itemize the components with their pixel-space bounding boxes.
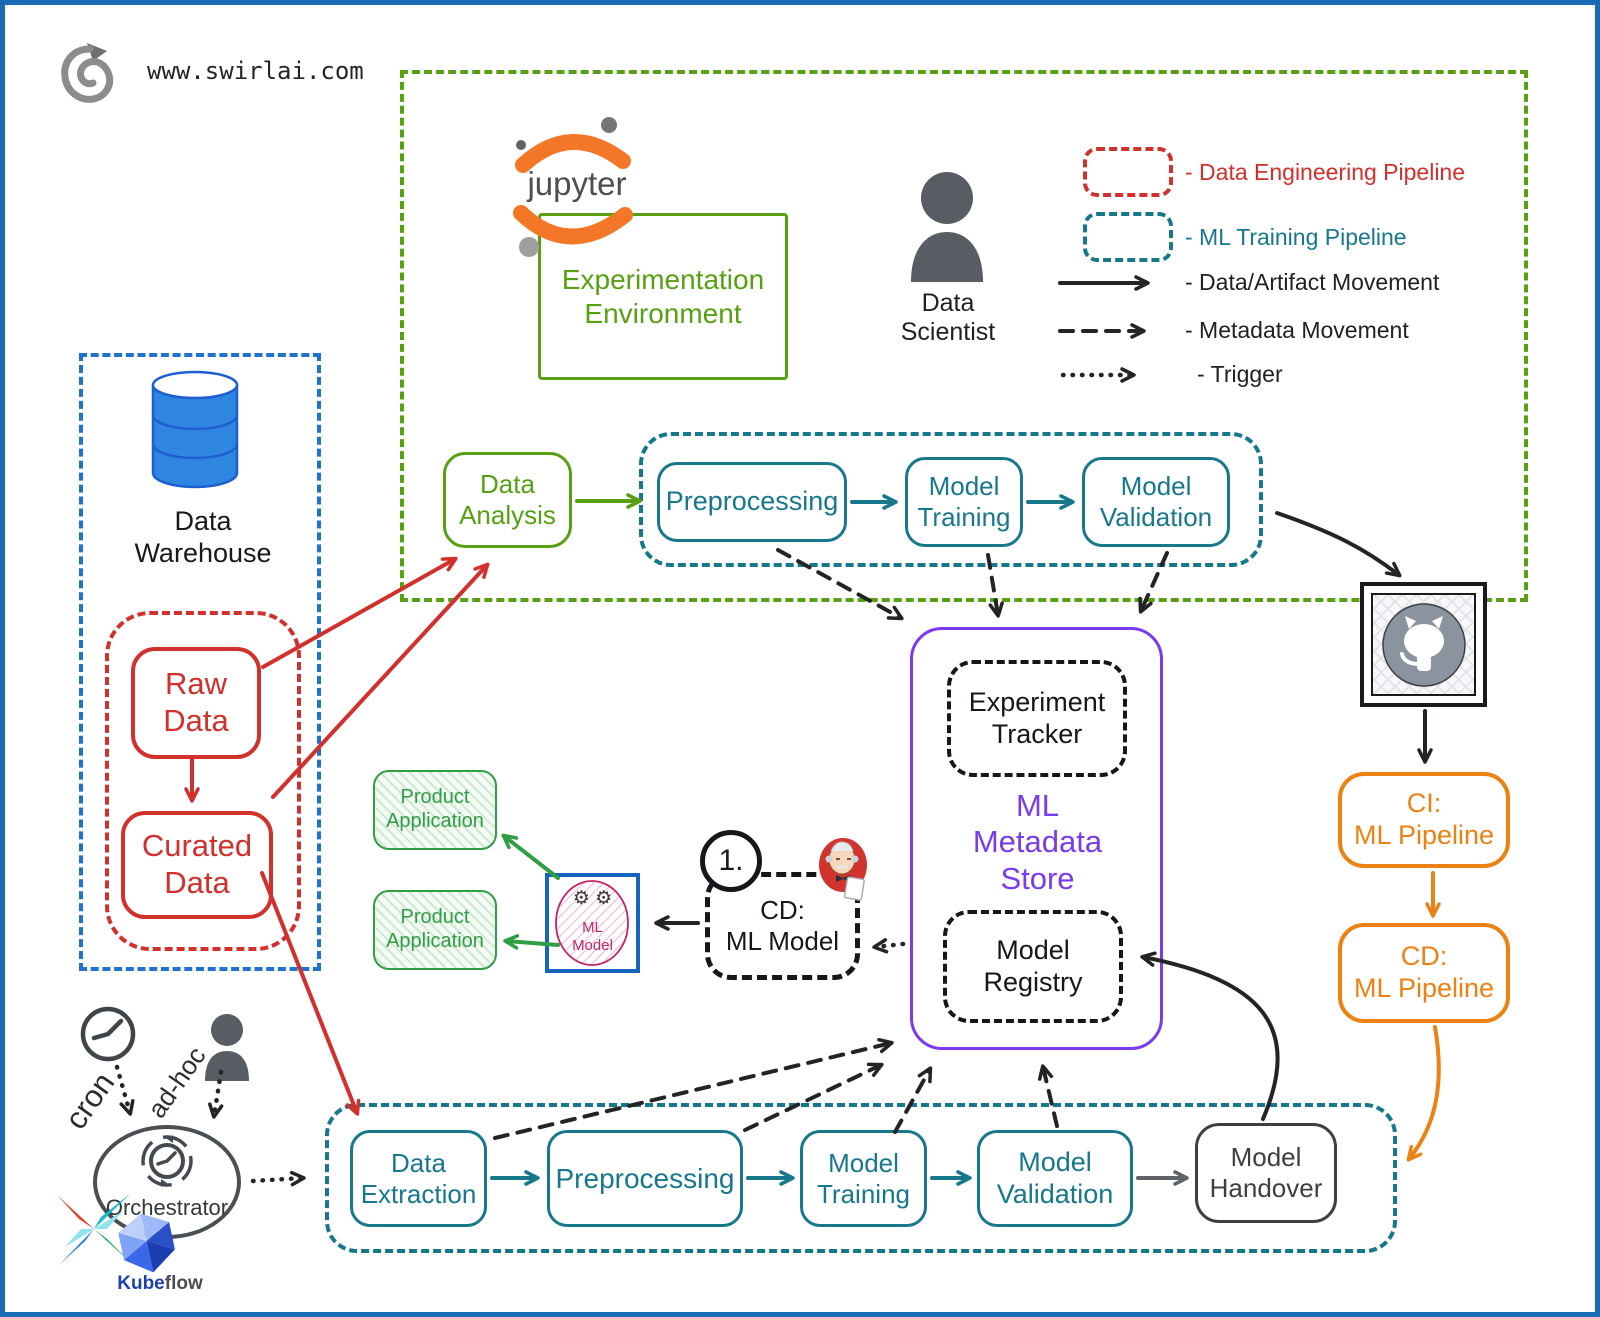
production-model-training-box: Model Training	[800, 1130, 927, 1227]
raw-data-box: Raw Data	[131, 647, 261, 759]
step-one-label: 1.	[718, 844, 744, 878]
airflow-pinwheel-icon	[51, 1183, 137, 1271]
experiment-model-validation-box: Model Validation	[1082, 457, 1230, 547]
kubeflow-wordmark-flow: flow	[164, 1273, 203, 1294]
model-registry-box: Model Registry	[943, 910, 1123, 1023]
experiment-tracker-box: Experiment Tracker	[947, 660, 1127, 777]
production-model-validation-label: Model Validation	[996, 1146, 1114, 1209]
cron-clock-icon	[79, 1005, 137, 1063]
experiment-model-training-box: Model Training	[905, 457, 1023, 547]
model-handover-box: Model Handover	[1195, 1123, 1337, 1223]
experiment-model-validation-label: Model Validation	[1099, 471, 1213, 532]
model-registry-label: Model Registry	[983, 934, 1083, 997]
arrow-cd-to-training-pipeline	[1406, 1025, 1441, 1162]
swirlai-logo-icon	[57, 39, 121, 107]
legend-swatch-ml-training	[1083, 212, 1173, 262]
cd-ml-pipeline-label: CD: ML Pipeline	[1353, 941, 1495, 1003]
ci-ml-pipeline-box: CI: ML Pipeline	[1338, 772, 1510, 868]
data-scientist-icon	[905, 170, 990, 285]
database-icon	[148, 367, 243, 495]
production-preprocessing-box: Preprocessing	[547, 1130, 743, 1227]
gears-icon: ⚙ ⚙	[572, 888, 613, 909]
legend-label-ml-training: - ML Training Pipeline	[1185, 223, 1407, 250]
curated-data-label: Curated Data	[141, 828, 253, 900]
product-application-label-1: Product Application	[386, 786, 484, 832]
model-handover-label: Model Handover	[1209, 1142, 1323, 1203]
product-application-label-2: Product Application	[386, 906, 484, 952]
product-application-box-1: Product Application	[373, 770, 497, 850]
legend-label-data-engineering: - Data Engineering Pipeline	[1185, 158, 1466, 185]
experiment-preprocessing-box: Preprocessing	[657, 462, 847, 542]
legend-swatch-data-engineering	[1083, 147, 1173, 197]
step-one-badge: 1.	[700, 830, 762, 892]
jenkins-icon	[817, 833, 869, 901]
raw-data-label: Raw Data	[163, 666, 229, 738]
trigger-registry-to-cdmodel	[872, 938, 906, 954]
experiment-model-training-label: Model Training	[917, 471, 1011, 532]
production-model-training-label: Model Training	[817, 1147, 910, 1209]
orchestrator-label: Orchestrator	[105, 1195, 229, 1221]
data-analysis-label: Data Analysis	[459, 469, 556, 530]
experimentation-environment-box: Experimentation Environment	[538, 213, 788, 380]
kubeflow-wordmark-kube: Kube	[117, 1273, 165, 1294]
ml-model-box: ⚙ ⚙ ML Model	[545, 873, 640, 973]
experiment-tracker-label: Experiment Tracker	[968, 686, 1106, 749]
ci-ml-pipeline-label: CI: ML Pipeline	[1353, 788, 1495, 850]
data-scientist-label: Data Scientist	[900, 288, 996, 347]
ml-model-label: ML Model	[572, 919, 613, 954]
legend-label-metadata: - Metadata Movement	[1185, 316, 1409, 343]
data-extraction-box: Data Extraction	[350, 1130, 487, 1227]
kubeflow-wordmark: Kubeflow	[105, 1273, 215, 1295]
product-application-box-2: Product Application	[373, 890, 497, 970]
adhoc-user-icon	[201, 1013, 253, 1083]
experimentation-environment-label: Experimentation Environment	[561, 264, 765, 329]
experimentation-zone-container	[400, 70, 1528, 602]
legend-label-data-artifact: - Data/Artifact Movement	[1185, 268, 1440, 295]
arrow-mlmodel-to-product-1	[501, 833, 560, 880]
experiment-preprocessing-label: Preprocessing	[665, 486, 839, 517]
jupyter-wordmark: jupyter	[527, 165, 627, 202]
arrow-handover-to-registry	[1140, 951, 1280, 1121]
ml-metadata-store-label: ML Metadata Store	[972, 787, 1103, 896]
trigger-orchestrator-to-pipeline	[250, 1170, 306, 1187]
cd-ml-model-label: CD: ML Model	[725, 895, 840, 956]
github-icon	[1371, 593, 1476, 696]
data-warehouse-label: Data Warehouse	[134, 506, 272, 568]
production-model-validation-box: Model Validation	[977, 1130, 1133, 1227]
data-extraction-label: Data Extraction	[360, 1147, 477, 1209]
kubeflow-icon	[117, 1211, 177, 1275]
orchestrator-schedule-icon	[139, 1133, 195, 1189]
legend-label-trigger: - Trigger	[1197, 360, 1283, 387]
site-url: www.swirlai.com	[147, 57, 364, 85]
production-preprocessing-label: Preprocessing	[555, 1162, 735, 1194]
github-box	[1360, 582, 1487, 707]
cd-ml-pipeline-box: CD: ML Pipeline	[1338, 923, 1510, 1023]
data-analysis-box: Data Analysis	[443, 452, 572, 548]
jupyter-logo-icon: jupyter	[507, 113, 647, 265]
curated-data-box: Curated Data	[121, 811, 273, 919]
